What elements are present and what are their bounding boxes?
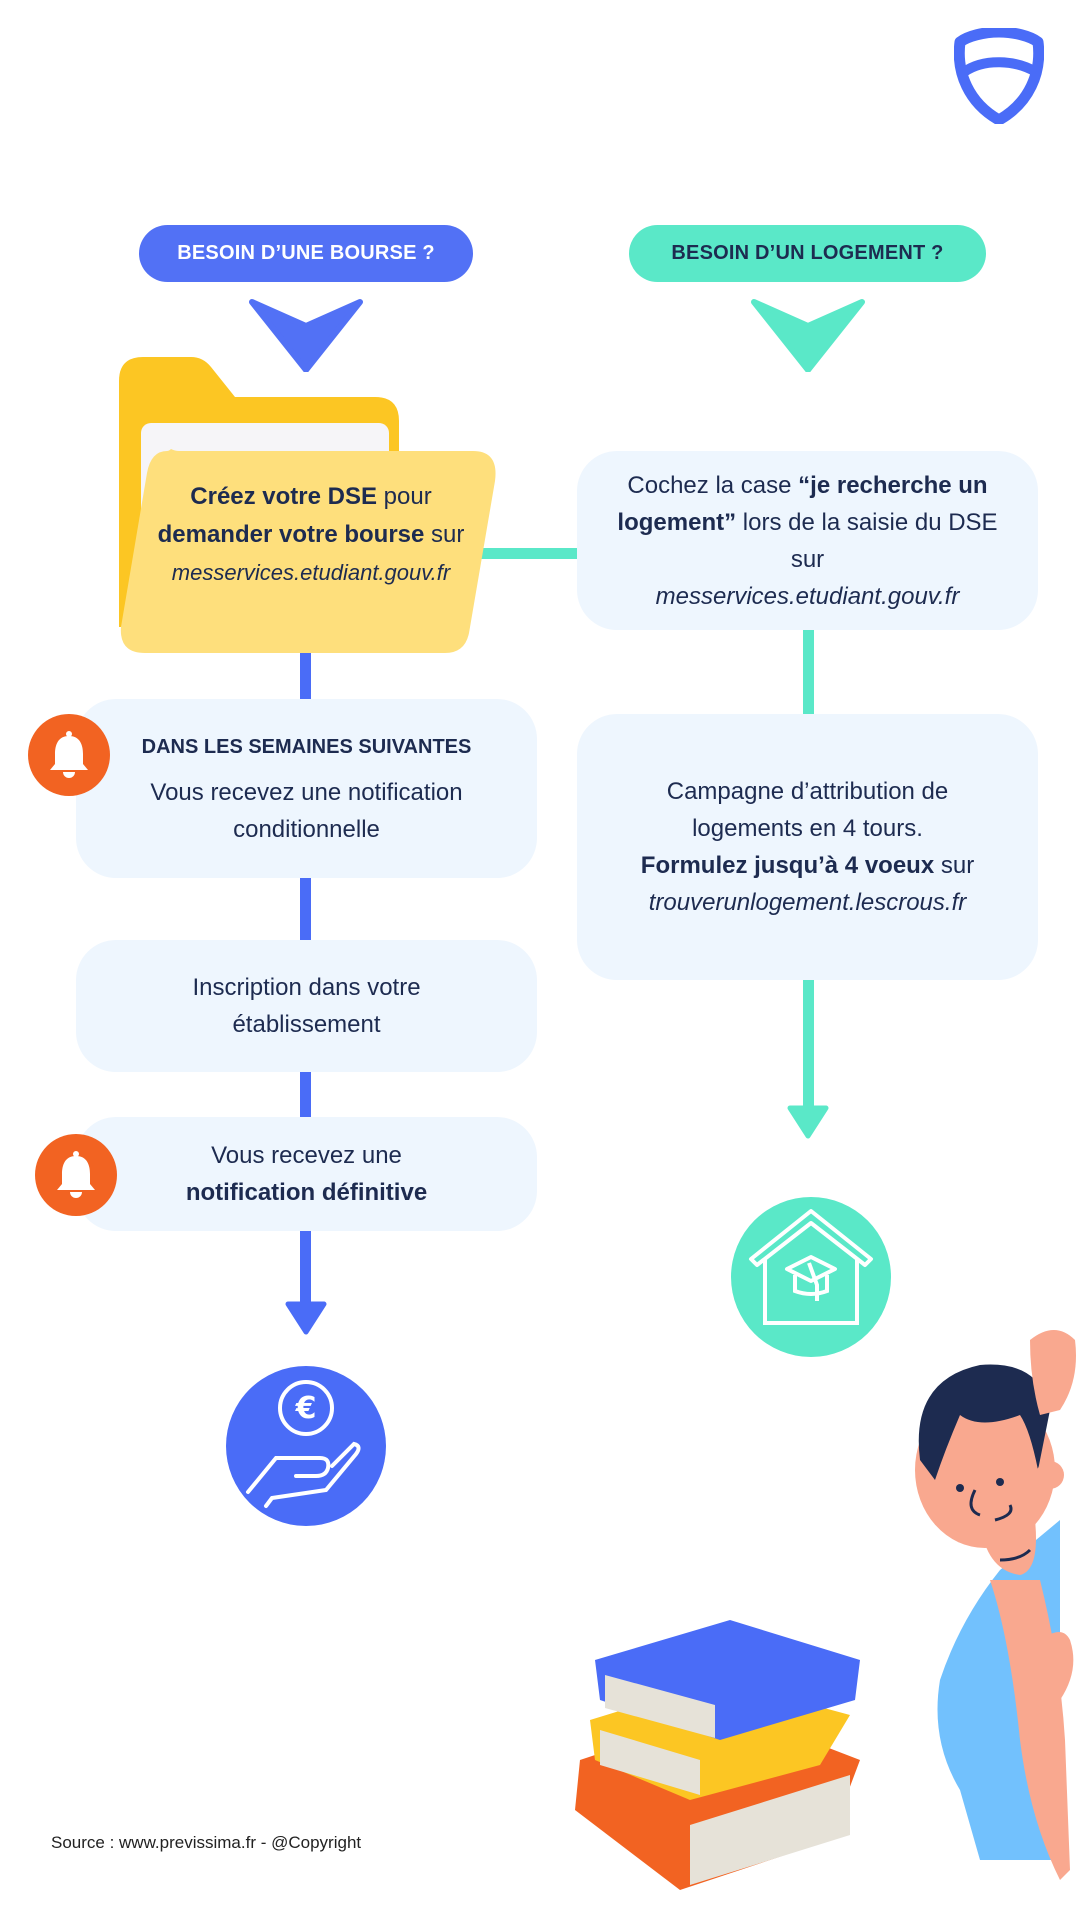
folder-icon — [119, 357, 496, 653]
link-messervices[interactable]: messervices.etudiant.gouv.fr — [171, 560, 451, 585]
scholarship-header: BESOIN D’UNE BOURSE ? — [139, 225, 473, 282]
step-housing-campaign: Campagne d’attribution de logements en 4… — [577, 714, 1038, 980]
step-conditional-notification: DANS LES SEMAINES SUIVANTES Vous recevez… — [76, 699, 537, 878]
step-create-dse: Créez votre DSE pour demander votre bour… — [157, 483, 465, 585]
connector-line — [300, 878, 311, 940]
svg-text:€: € — [295, 1391, 317, 1426]
bell-icon — [28, 714, 110, 796]
student-house-icon — [731, 1197, 891, 1357]
connector-line — [300, 1231, 311, 1311]
arrow-down-icon — [285, 1301, 327, 1335]
connector-line — [300, 1072, 311, 1118]
source-credit: Source : www.previssima.fr - @Copyright — [51, 1833, 362, 1852]
step-check-housing: Cochez la case “je recherche un logement… — [577, 451, 1038, 630]
connector-line — [466, 548, 578, 559]
shield-logo-icon — [954, 28, 1044, 124]
step-final-notification: Vous recevez une notification définitive — [76, 1117, 537, 1231]
student-with-books-illustration — [575, 1330, 1076, 1890]
link-messervices[interactable]: messervices.etudiant.gouv.fr — [655, 582, 960, 610]
step-registration: Inscription dans votre établissement — [76, 940, 537, 1072]
chevron-down-icon — [249, 299, 363, 372]
bell-icon — [35, 1134, 117, 1216]
housing-header: BESOIN D’UN LOGEMENT ? — [629, 225, 986, 282]
chevron-down-icon — [751, 299, 865, 372]
connector-line — [300, 650, 311, 700]
euro-hand-icon: € — [226, 1366, 386, 1526]
connector-line — [803, 980, 814, 1110]
connector-line — [803, 630, 814, 715]
arrow-down-icon — [787, 1105, 829, 1139]
link-lescrous[interactable]: trouverunlogement.lescrous.fr — [648, 889, 967, 916]
